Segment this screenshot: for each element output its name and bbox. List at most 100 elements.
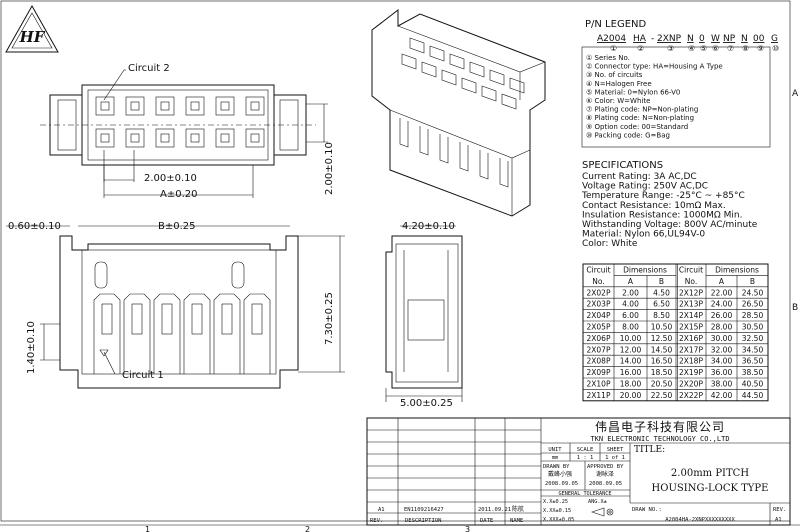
top-view: Circuit 2 2.00±0.10 A±0.20 2.00±0.10	[40, 63, 335, 200]
table-cell: 2X17P	[679, 345, 703, 354]
table-cell: 2X15P	[679, 323, 703, 332]
table-cell: 2X08P	[587, 357, 611, 366]
sheet-label: SHEET	[607, 447, 624, 453]
table-cell: 2X22P	[679, 391, 703, 400]
spec-title: SPECIFICATIONS	[582, 160, 663, 171]
pn-code-number: ⑨	[757, 44, 764, 53]
front-cavity	[153, 293, 181, 374]
rev-value: A1	[775, 517, 782, 523]
table-subheader: No.	[685, 277, 697, 286]
front-view: 0.60±0.10 B±0.25 Circuit 1 7.30±0.25 1.4…	[6, 221, 345, 389]
pn-item: ② Connector type: HA=Housing A Type	[586, 63, 723, 71]
iso-cavity	[441, 69, 457, 86]
table-cell: 22.00	[711, 288, 733, 297]
iso-latch	[399, 118, 409, 148]
table-cell: 16.00	[620, 368, 642, 377]
table-cell: 2X12P	[679, 288, 703, 297]
table-cell: 8.00	[622, 323, 639, 332]
title-line-2: HOUSING-LOCK TYPE	[652, 483, 769, 494]
top-cavity	[185, 128, 205, 148]
table-cell: 10.50	[651, 323, 673, 332]
pn-item: ⑥ Color: W=White	[586, 97, 650, 105]
top-terminal	[250, 133, 260, 143]
approved-name: 谢咏泽	[596, 470, 614, 478]
table-cell: 2X19P	[679, 368, 703, 377]
spec-line: Contact Resistance: 10mΩ Max.	[582, 201, 726, 211]
approved-by-label: APPROVED BY	[587, 464, 624, 470]
tol-ang: ANG.X±	[588, 499, 607, 505]
pn-code-part: 00	[753, 34, 765, 44]
pn-item: ④ N=Halogen Free	[586, 80, 652, 88]
front-terminal	[101, 303, 113, 335]
table-cell: 40.50	[742, 380, 764, 389]
pn-code-number: ④	[688, 44, 695, 53]
pn-code-part: 0	[699, 34, 705, 44]
iso-cavity	[429, 45, 445, 62]
iso-cavity	[469, 61, 485, 78]
iso-cavity	[481, 85, 497, 102]
iso-cavity	[421, 61, 437, 78]
front-terminal	[221, 303, 233, 335]
top-cavity	[215, 128, 235, 148]
pn-code-part: HA	[633, 34, 647, 44]
table-cell: 32.00	[711, 345, 733, 354]
tol-2: X.XX±0.15	[543, 508, 571, 514]
table-cell: 38.50	[742, 368, 764, 377]
unit-value: mm	[552, 455, 559, 461]
table-subheader: No.	[592, 277, 604, 286]
pn-item: ⑦ Plating code: NP=Non-plating	[586, 106, 698, 114]
table-cell: 30.50	[742, 323, 764, 332]
top-cavity	[95, 96, 115, 116]
top-terminal	[130, 133, 140, 143]
table-cell: 34.00	[711, 357, 733, 366]
top-cavity	[125, 96, 145, 116]
dim-a: A±0.20	[160, 189, 198, 200]
lower-dim: 1.40±0.10	[26, 321, 37, 374]
table-header: Circuit	[586, 266, 610, 275]
pn-code-number: ⑩	[772, 44, 779, 53]
top-cavity	[245, 128, 265, 148]
table-cell: 26.00	[711, 311, 733, 320]
iso-latch	[439, 134, 449, 164]
pn-item: ⑨ Option code: 00=Standard	[586, 123, 688, 131]
table-cell: 44.50	[742, 391, 764, 400]
table-cell: 32.50	[742, 334, 764, 343]
iso-cavity	[409, 37, 425, 54]
iso-cavity	[501, 93, 517, 110]
front-cavity	[183, 293, 211, 374]
iso-cavity	[401, 53, 417, 70]
drawn-date: 2008.09.05	[545, 481, 578, 487]
pn-code-number: ⑥	[712, 44, 719, 53]
pn-item: ⑧ Plating code: N=Non-plating	[586, 114, 694, 122]
table-cell: 12.50	[651, 334, 673, 343]
draw-no-label: DRAW NO.:	[632, 507, 662, 513]
drawn-name: 戴峰小强	[548, 470, 572, 478]
iso-cavity	[509, 77, 525, 94]
table-cell: 12.00	[620, 345, 642, 354]
specifications: SPECIFICATIONS Current Rating: 3A AC,DCV…	[581, 160, 758, 249]
footer-date: DATE	[480, 518, 493, 524]
spec-line: Insulation Resistance: 1000MΩ Min.	[582, 210, 743, 220]
table-header: Dimensions	[623, 266, 667, 275]
pn-code-part: N	[687, 34, 694, 44]
table-cell: 38.00	[711, 380, 733, 389]
table-cell: 10.00	[620, 334, 642, 343]
table-cell: 18.00	[620, 380, 642, 389]
rev-row-name: 陈航	[512, 505, 524, 513]
pn-separator: -	[651, 34, 654, 44]
table-cell: 2X16P	[679, 334, 703, 343]
pn-code-part: NP	[723, 34, 736, 44]
spec-line: Current Rating: 3A AC,DC	[582, 172, 697, 182]
table-cell: 2X09P	[587, 368, 611, 377]
pn-item: ⑩ Packing code: G=Bag	[586, 131, 670, 139]
pn-item: ① Series No.	[586, 54, 630, 62]
front-cavity	[243, 293, 271, 374]
front-cavity	[123, 293, 151, 374]
border-mark-2: 2	[305, 525, 310, 532]
side-bottom-dim: 5.00±0.25	[400, 398, 453, 409]
table-cell: 2X11P	[587, 391, 611, 400]
front-terminal	[161, 303, 173, 335]
side-view: 4.20±0.10 5.00±0.25	[385, 221, 463, 409]
table-cell: 26.50	[742, 300, 764, 309]
